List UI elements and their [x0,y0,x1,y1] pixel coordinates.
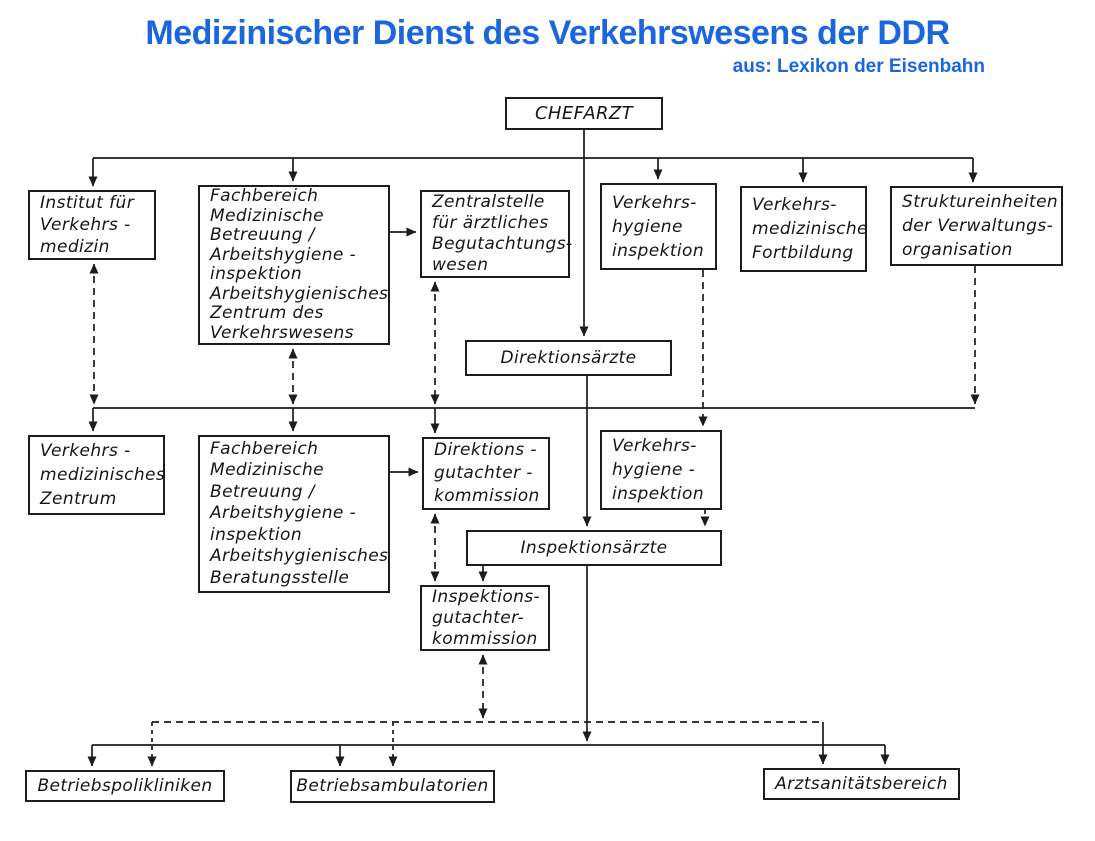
node-verkehrshygiene-inspektion-unten: Verkehrs- hygiene - inspektion [600,430,722,510]
node-inspektionsgutachterkommission: Inspektions- gutachter- kommission [420,585,550,651]
node-verkehrshygiene-inspektion-oben: Verkehrs- hygiene inspektion [600,183,717,270]
node-struktureinheiten-verwaltungsorganisation: Struktureinheiten der Verwaltungs- organ… [890,186,1063,266]
node-institut-fuer-verkehrsmedizin: Institut für Verkehrs - medizin [28,190,156,260]
node-chefarzt: CHEFARZT [505,97,663,130]
node-betriebsambulatorien: Betriebsambulatorien [290,770,495,803]
node-betriebspolikliniken: Betriebspolikliniken [25,770,225,802]
node-inspektionsaerzte: Inspektionsärzte [466,530,722,566]
node-fachbereich-medizinische-betreuung-beratungsstelle: Fachbereich Medizinische Betreuung / Arb… [198,435,390,593]
page-title: Medizinischer Dienst des Verkehrswesens … [145,14,950,52]
node-direktionsgutachterkommission: Direktions - gutachter - kommission [422,437,550,510]
node-arztsanitaetsbereich: Arztsanitätsbereich [763,768,960,800]
page-subtitle: aus: Lexikon der Eisenbahn [732,56,985,77]
node-fachbereich-medizinische-betreuung-zentrum: Fachbereich Medizinische Betreuung / Arb… [198,185,390,345]
node-direktionsaerzte: Direktionsärzte [465,340,672,376]
node-verkehrsmedizinisches-zentrum: Verkehrs - medizinisches Zentrum [28,435,165,515]
node-zentralstelle-begutachtungswesen: Zentralstelle für ärztliches Begutachtun… [420,190,572,278]
node-verkehrsmedizinische-fortbildung: Verkehrs- medizinische Fortbildung [740,186,868,272]
